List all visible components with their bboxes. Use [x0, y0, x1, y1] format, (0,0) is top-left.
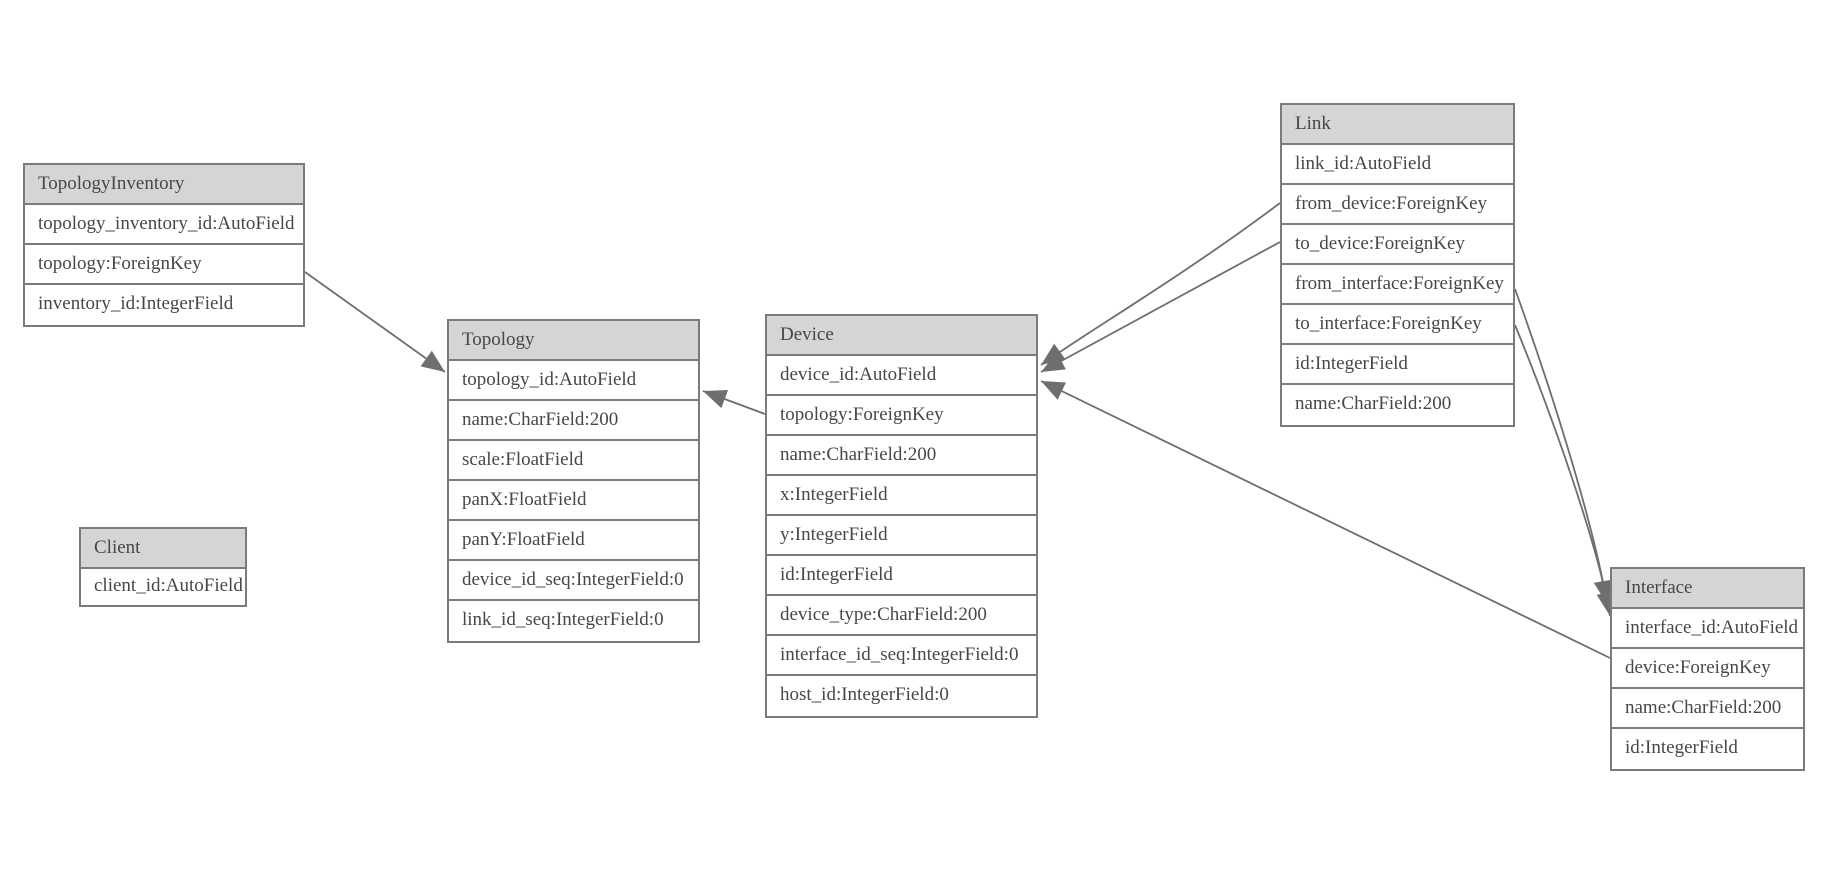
field-link-to-device-fk: to_device:ForeignKey: [1282, 225, 1513, 265]
field-topology-scale: scale:FloatField: [449, 441, 698, 481]
table-link-header: Link: [1282, 105, 1513, 145]
field-interface-device-fk: device:ForeignKey: [1612, 649, 1803, 689]
table-client: Client client_id:AutoField: [79, 527, 247, 607]
table-link: Link link_id:AutoField from_device:Forei…: [1280, 103, 1515, 427]
field-topology-link-id-seq: link_id_seq:IntegerField:0: [462, 609, 664, 630]
edge-link-fromdevice-device: [1040, 202, 1281, 366]
field-device-interface-id-seq: interface_id_seq:IntegerField:0: [767, 636, 1036, 676]
edge-link-todevice-device: [1040, 241, 1281, 373]
field-device-name: name:CharField:200: [767, 436, 1036, 476]
field-topology-pany: panY:FloatField: [449, 521, 698, 561]
field-device-topology-fk: topology:ForeignKey: [767, 396, 1036, 436]
field-device-id: device_id:AutoField: [767, 356, 1036, 396]
field-device-host-id: host_id:IntegerField:0: [780, 684, 949, 705]
table-topologyinventory: TopologyInventory topology_inventory_id:…: [23, 163, 305, 327]
field-client-id: client_id:AutoField: [94, 575, 243, 596]
edge-topologyinventory-topology: [304, 271, 446, 373]
table-topology-header: Topology: [449, 321, 698, 361]
field-topology-name: name:CharField:200: [449, 401, 698, 441]
field-interface-id-int: id:IntegerField: [1625, 737, 1738, 758]
edge-interface-device-device: [1040, 380, 1611, 659]
field-topology-device-id-seq: device_id_seq:IntegerField:0: [449, 561, 698, 601]
field-inventory-id: inventory_id:IntegerField: [38, 293, 234, 314]
field-link-name: name:CharField:200: [1295, 393, 1452, 414]
field-link-id-int: id:IntegerField: [1282, 345, 1513, 385]
edge-device-topology: [702, 390, 766, 415]
table-device: Device device_id:AutoField topology:Fore…: [765, 314, 1038, 718]
field-interface-id: interface_id:AutoField: [1612, 609, 1803, 649]
table-interface-header: Interface: [1612, 569, 1803, 609]
field-link-to-interface-fk: to_interface:ForeignKey: [1282, 305, 1513, 345]
field-link-from-device-fk: from_device:ForeignKey: [1282, 185, 1513, 225]
field-device-type: device_type:CharField:200: [767, 596, 1036, 636]
field-device-id-int: id:IntegerField: [767, 556, 1036, 596]
field-link-from-interface-fk: from_interface:ForeignKey: [1282, 265, 1513, 305]
field-link-id: link_id:AutoField: [1282, 145, 1513, 185]
field-topology-panx: panX:FloatField: [449, 481, 698, 521]
field-topology-id: topology_id:AutoField: [449, 361, 698, 401]
table-client-header: Client: [81, 529, 245, 569]
field-device-y: y:IntegerField: [767, 516, 1036, 556]
table-device-header: Device: [767, 316, 1036, 356]
field-device-x: x:IntegerField: [767, 476, 1036, 516]
field-topologyinventory-topology-fk: topology:ForeignKey: [25, 245, 303, 285]
field-topology-inventory-id: topology_inventory_id:AutoField: [25, 205, 303, 245]
table-interface: Interface interface_id:AutoField device:…: [1610, 567, 1805, 771]
field-interface-name: name:CharField:200: [1612, 689, 1803, 729]
edge-link-tointerface-interface: [1514, 324, 1616, 617]
table-topology: Topology topology_id:AutoField name:Char…: [447, 319, 700, 643]
table-topologyinventory-header: TopologyInventory: [25, 165, 303, 205]
